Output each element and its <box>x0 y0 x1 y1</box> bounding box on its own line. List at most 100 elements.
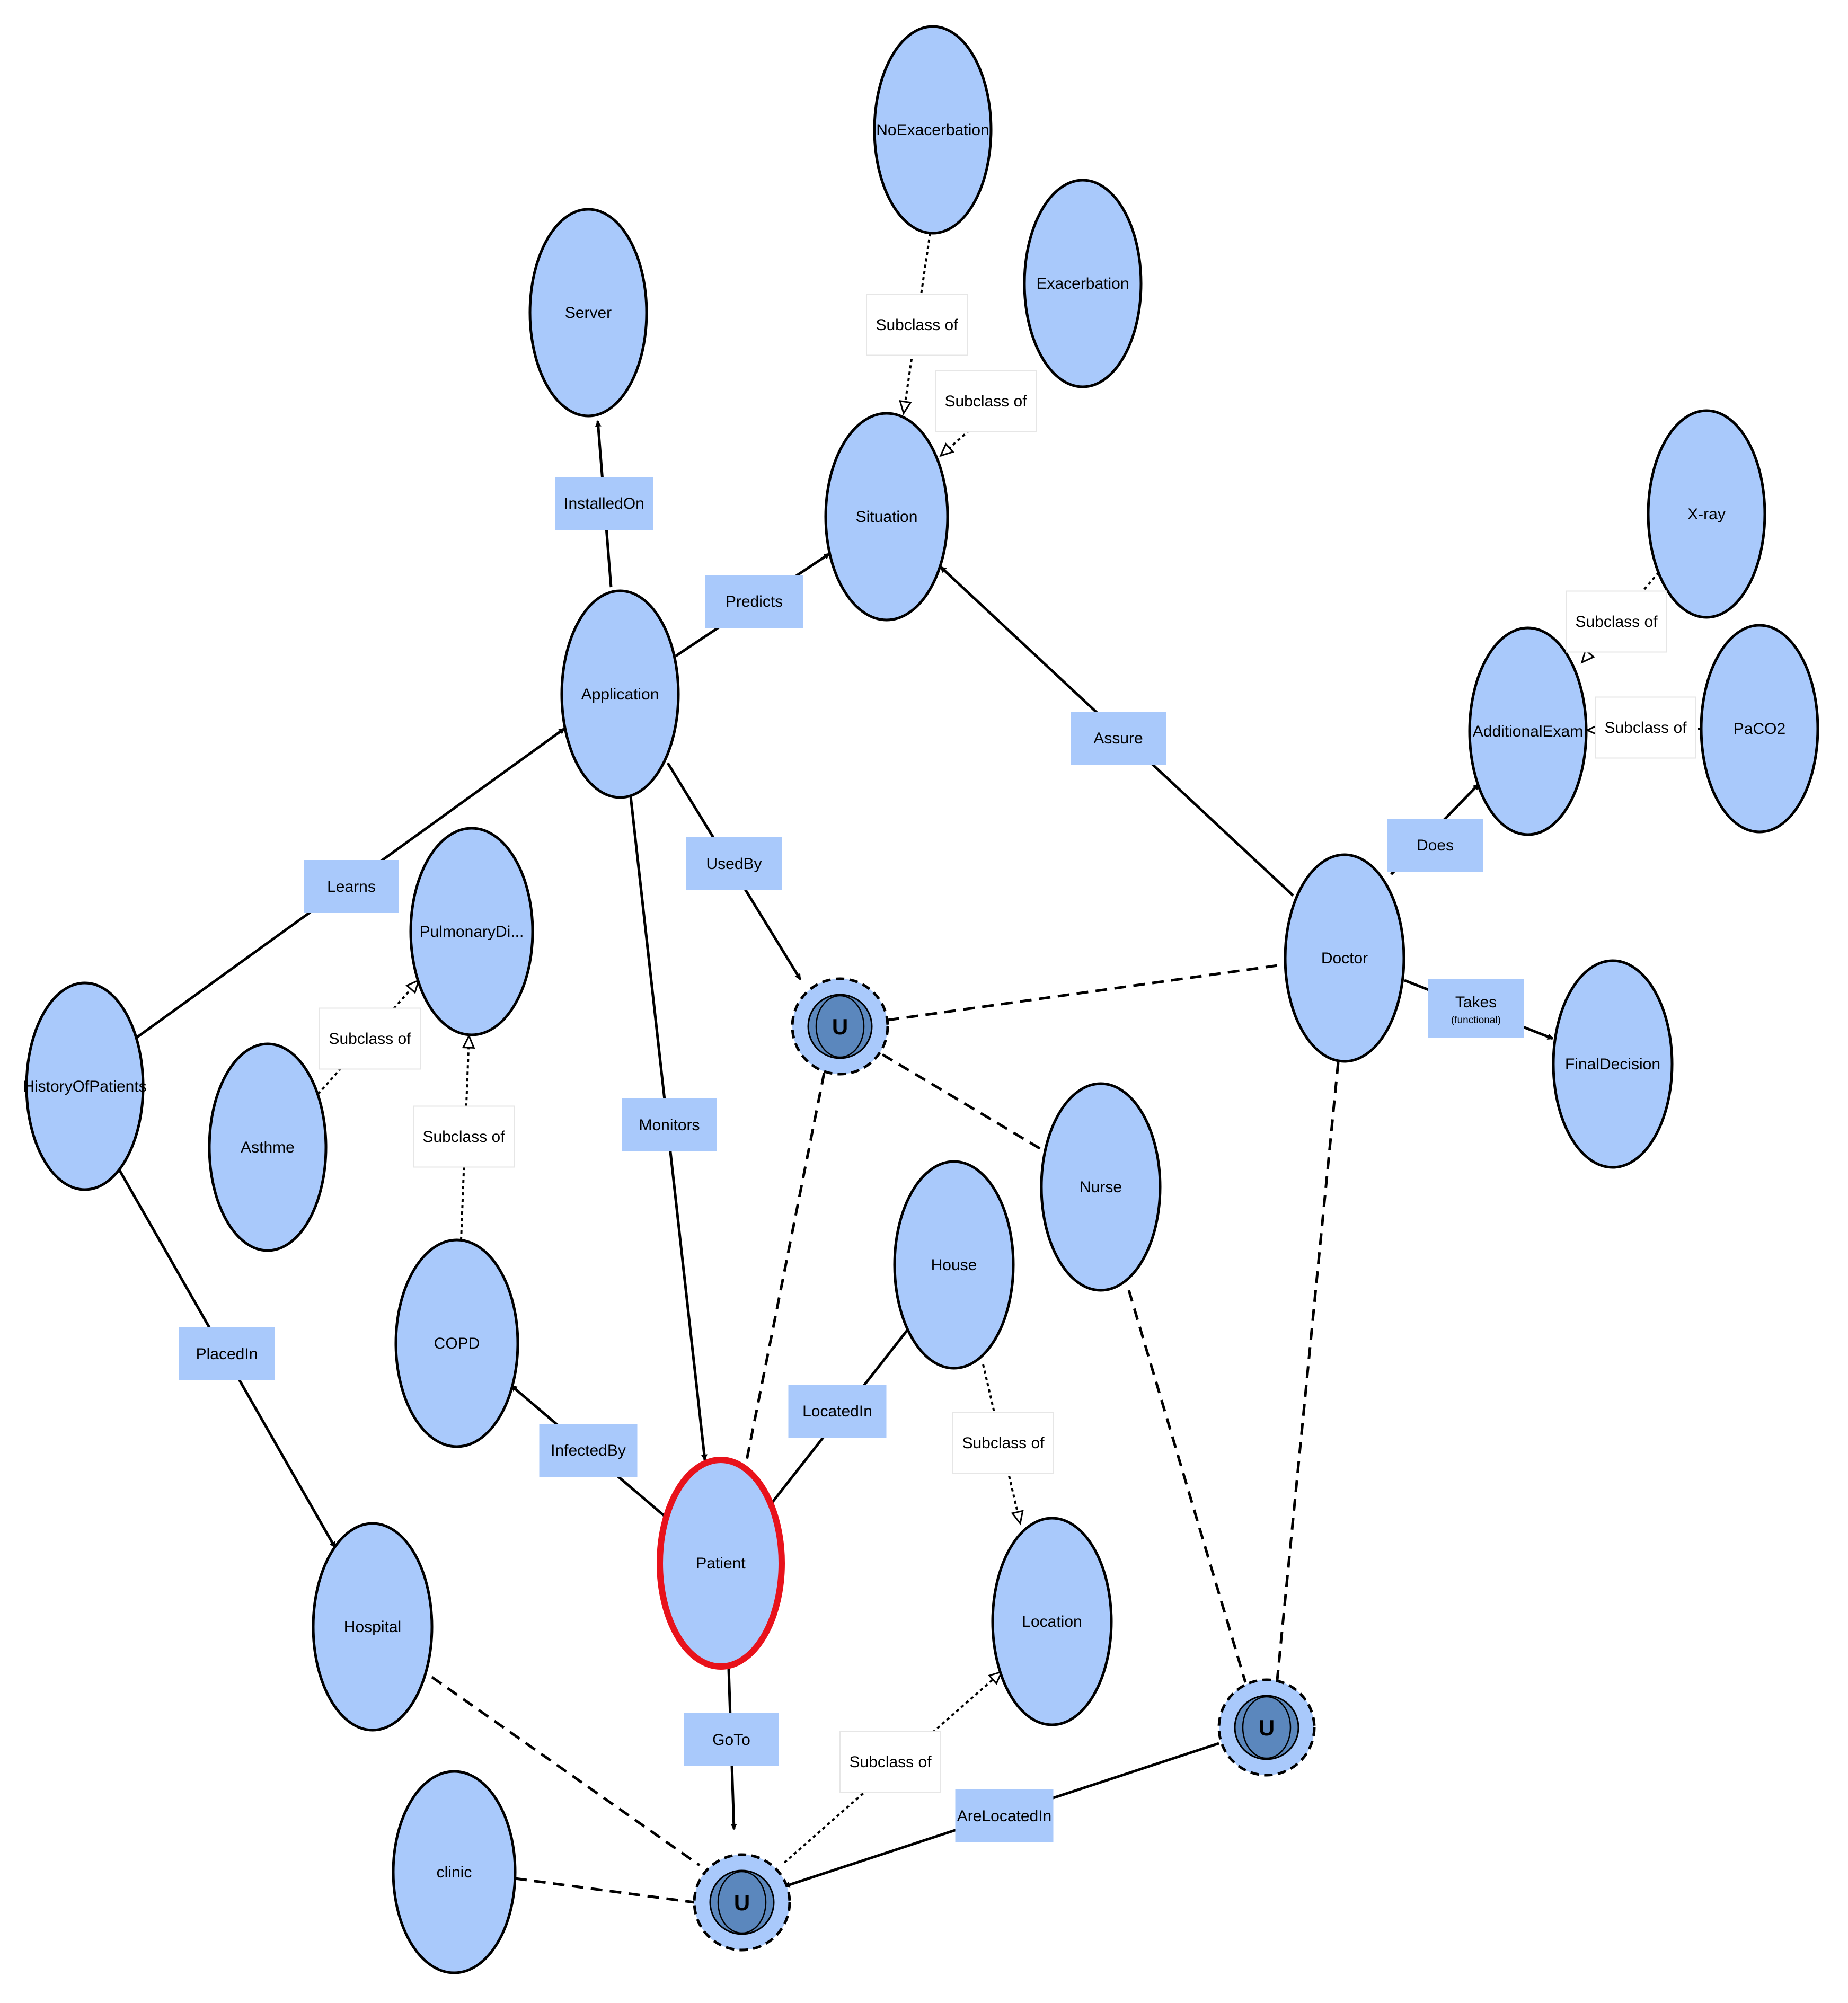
union-overlap-icon <box>815 995 865 1058</box>
property-label-box <box>622 1098 717 1151</box>
class-ellipse <box>873 25 993 235</box>
edge-label-predicts[interactable]: Predicts <box>705 575 803 628</box>
edge-union_u3_hospital <box>431 1676 701 1867</box>
class-node-asthme[interactable]: Asthme <box>208 1042 328 1252</box>
property-label-box <box>686 837 782 890</box>
edge-label-text: Subclass of <box>849 1753 932 1771</box>
class-node-situation[interactable]: Situation <box>824 412 949 622</box>
property-label-box <box>1387 819 1483 872</box>
class-node-house[interactable]: House <box>893 1160 1015 1370</box>
class-label: FinalDecision <box>1565 1056 1660 1073</box>
class-ellipse <box>1023 179 1143 388</box>
class-label: Doctor <box>1321 950 1368 967</box>
edge-label-text: InstalledOn <box>564 495 644 512</box>
edge-label-takes[interactable]: Takes(functional) <box>1428 979 1524 1038</box>
edge-label-sub_copd[interactable]: Subclass of <box>413 1105 515 1168</box>
class-ellipse <box>409 827 534 1036</box>
edge-label-text: AreLocatedIn <box>957 1807 1051 1825</box>
edge-label-sub_u3[interactable]: Subclass of <box>839 1731 941 1793</box>
edge-label-text: Subclass of <box>962 1434 1045 1452</box>
edge-label-learns[interactable]: Learns <box>304 860 399 913</box>
class-label: X-ray <box>1687 506 1726 523</box>
subclass-label-box <box>839 1731 941 1793</box>
edge-label-text: Takes <box>1455 994 1497 1011</box>
edge-label-text: Subclass of <box>876 316 958 334</box>
class-label: AdditionalExam <box>1473 723 1583 740</box>
node-layer: Server NoExacerbationExacerbationSituatio… <box>23 25 1819 1974</box>
class-label: Location <box>1022 1613 1082 1630</box>
union-overlap-icon <box>717 1871 767 1934</box>
edge-label-sub_house[interactable]: Subclass of <box>952 1412 1054 1474</box>
property-label-box <box>555 477 653 530</box>
class-ellipse <box>392 1770 517 1974</box>
edge-label-arelocatedin[interactable]: AreLocatedIn <box>955 1789 1054 1842</box>
class-node-finaldecision[interactable]: FinalDecision <box>1552 959 1674 1169</box>
edge-label-text: GoTo <box>712 1731 750 1749</box>
class-node-pulmonarydi[interactable]: PulmonaryDi... <box>409 827 534 1036</box>
property-label-box <box>955 1789 1054 1842</box>
edge-label-text: InfectedBy <box>551 1442 626 1459</box>
edge-label-text: Subclass of <box>944 393 1027 410</box>
class-label: Application <box>581 686 659 703</box>
union-node-u2[interactable]: U <box>1217 1678 1316 1777</box>
subclass-label-box <box>866 294 968 356</box>
edge-label-does[interactable]: Does <box>1387 819 1483 872</box>
edge-label-sub_asthme[interactable]: Subclass of <box>319 1007 421 1070</box>
property-label-box <box>788 1385 887 1438</box>
subclass-label-box <box>952 1412 1054 1474</box>
class-ellipse <box>528 208 648 418</box>
edge-label-locatedin[interactable]: LocatedIn <box>788 1385 887 1438</box>
class-ellipse <box>394 1238 519 1448</box>
edge-label-text: Subclass of <box>422 1128 505 1146</box>
edge-label-sub_exac[interactable]: Subclass of <box>935 370 1037 432</box>
subclass-label-box <box>319 1007 421 1070</box>
edge-label-text: Subclass of <box>1604 719 1687 737</box>
class-node-location[interactable]: Location <box>991 1517 1113 1726</box>
union-inner-circle <box>1234 1695 1299 1760</box>
edge-union_u3_clinic <box>515 1877 695 1904</box>
edge-label-sub_paco2[interactable]: Subclass of <box>1595 696 1696 759</box>
class-node-doctor[interactable]: Doctor <box>1284 853 1405 1063</box>
class-node-application[interactable]: Application <box>560 589 680 799</box>
edge-label-placedin[interactable]: PlacedIn <box>179 1327 275 1380</box>
edge-label-monitors[interactable]: Monitors <box>622 1098 717 1151</box>
edge-union_u1_nurse <box>881 1053 1048 1154</box>
class-node-patient[interactable]: Patient <box>657 1457 785 1670</box>
edge-label-text: LocatedIn <box>802 1403 872 1420</box>
edge-label-sub_xray[interactable]: Subclass of <box>1566 590 1667 653</box>
class-label: clinic <box>437 1864 472 1881</box>
class-node-nurse[interactable]: Nurse <box>1040 1082 1162 1292</box>
class-node-historyofpatients[interactable]: HistoryOfPatients <box>23 981 147 1191</box>
class-node-copd[interactable]: COPD <box>394 1238 519 1448</box>
edge-label-installedon[interactable]: InstalledOn <box>555 477 653 530</box>
class-node-paco2[interactable]: PaCO2 <box>1700 624 1819 834</box>
edge-label-sub_noexac[interactable]: Subclass of <box>866 294 968 356</box>
class-label: Asthme <box>241 1139 295 1156</box>
edge-label-text: Does <box>1417 837 1454 854</box>
class-node-noexacerbation[interactable]: NoExacerbation <box>873 25 993 235</box>
class-ellipse <box>824 412 949 622</box>
edge-union_u2_doctor <box>1276 1062 1340 1680</box>
subclass-label-box <box>1566 590 1667 653</box>
union-node-u1[interactable]: U <box>791 977 889 1076</box>
class-node-xray[interactable]: X-ray <box>1647 409 1766 619</box>
class-node-server[interactable]: Server <box>528 208 648 418</box>
class-ellipse <box>893 1160 1015 1370</box>
edge-label-goto[interactable]: GoTo <box>684 1713 779 1766</box>
class-node-exacerbation[interactable]: Exacerbation <box>1023 179 1143 388</box>
edge-label-assure[interactable]: Assure <box>1071 712 1166 765</box>
union-node-u3[interactable]: U <box>693 1853 791 1952</box>
class-label: COPD <box>434 1335 480 1352</box>
property-label-box <box>179 1327 275 1380</box>
property-label-box <box>1071 712 1166 765</box>
edge-label-text: Learns <box>327 878 376 896</box>
property-label-box <box>539 1424 638 1477</box>
class-node-hospital[interactable]: Hospital <box>312 1522 434 1732</box>
edge-label-usedby[interactable]: UsedBy <box>686 837 782 890</box>
class-node-clinic[interactable]: clinic <box>392 1770 517 1974</box>
class-node-additionalexam[interactable]: AdditionalExam <box>1468 626 1588 836</box>
edge-label-infectedby[interactable]: InfectedBy <box>539 1424 638 1477</box>
